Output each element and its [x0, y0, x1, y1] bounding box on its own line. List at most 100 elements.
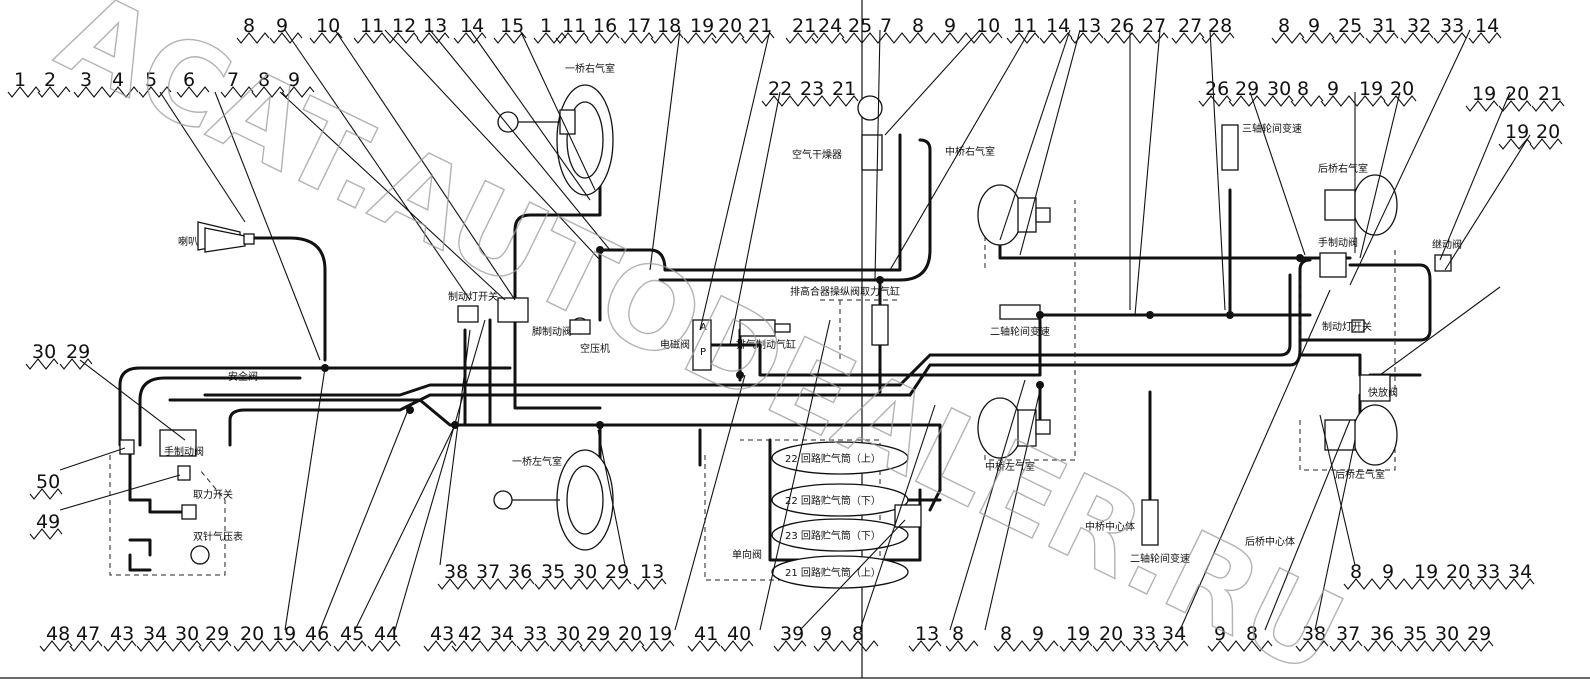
callout-number: 33 — [1132, 623, 1156, 645]
callout-number: 11 — [562, 15, 586, 37]
callout-underline — [1375, 578, 1409, 590]
callout-underline — [845, 640, 879, 652]
callout-underline — [1407, 578, 1441, 590]
callout-underline — [269, 32, 303, 44]
callout-underline — [1363, 640, 1397, 652]
foot-brake-valve-icon — [457, 297, 529, 323]
callout-number: 22 — [768, 78, 792, 100]
callout-underline — [785, 32, 819, 44]
callout-number: 11 — [360, 15, 384, 37]
callout-number: 1 — [540, 15, 552, 37]
axle3-left-chamber-icon — [1324, 404, 1398, 466]
axle2-right-label: 中桥右气室 — [945, 145, 995, 158]
callout-number: 9 — [1214, 623, 1226, 645]
callout-number: 23 — [800, 78, 824, 100]
callout-number: 19 — [272, 623, 296, 645]
callout-underline — [650, 32, 684, 44]
callout-number: 17 — [627, 15, 651, 37]
callout-number: 20 — [718, 15, 742, 37]
callout-number: 8 — [243, 15, 255, 37]
callout-underline — [1469, 578, 1503, 590]
callout-number: 9 — [1382, 561, 1394, 583]
callout-number: 40 — [727, 623, 751, 645]
svg-text:ACAT.AUTODEALER.RU: ACAT.AUTODEALER.RU — [40, 0, 1361, 690]
callout-number: 20 — [1099, 623, 1123, 645]
callout-underline — [385, 32, 419, 44]
callout-number: 21 — [792, 15, 816, 37]
axle3-diff-icon — [1221, 124, 1239, 171]
callout-underline — [905, 32, 939, 44]
callout-number: 36 — [1370, 623, 1394, 645]
hand-brake-valve-label: 手制动阀 — [164, 445, 204, 458]
callout-underline — [534, 578, 568, 590]
leader-lines — [59, 29, 1531, 631]
callout-number: 13 — [1077, 15, 1101, 37]
check-valve-label: 单向阀 — [732, 548, 762, 561]
brake-light-switch-2-label: 制动灯开关 — [1322, 320, 1372, 333]
callout-number: 8 — [1000, 623, 1012, 645]
callout-underline — [641, 640, 675, 652]
callout-number: 19 — [690, 15, 714, 37]
callout-underline — [453, 32, 487, 44]
callout-underline — [493, 32, 527, 44]
callout-underline — [176, 86, 210, 98]
callout-underline — [309, 32, 343, 44]
horn-label: 喇叭 — [178, 236, 198, 248]
tank-23-down-label: 23 回路贮气筒（下） — [785, 529, 881, 542]
callout-number: 6 — [183, 69, 195, 91]
axle1-right-chamber-icon — [497, 84, 614, 196]
callout-number: 13 — [915, 623, 939, 645]
axle2-center-icon — [1141, 499, 1159, 546]
callout-underline — [1039, 32, 1073, 44]
callout-number: 31 — [1372, 15, 1396, 37]
callout-number: 9 — [288, 69, 300, 91]
callout-underline — [136, 640, 170, 652]
callout-number: 9 — [944, 15, 956, 37]
callout-number: 35 — [1403, 623, 1427, 645]
callout-number: 20 — [618, 623, 642, 645]
callout-number: 29 — [1467, 623, 1491, 645]
callout-underline — [103, 640, 137, 652]
callout-number: 8 — [1297, 78, 1309, 100]
callout-underline — [423, 640, 457, 652]
axle3-center-label: 后桥中心体 — [1245, 535, 1295, 548]
callout-underline — [1465, 100, 1499, 112]
callout-number: 47 — [76, 623, 100, 645]
air-dryer-icon — [857, 95, 883, 171]
callout-number: 29 — [66, 341, 90, 363]
callout-number: 28 — [1208, 15, 1232, 37]
callout-number: 20 — [240, 623, 264, 645]
callout-number: 27 — [1142, 15, 1166, 37]
callout-underline — [483, 640, 517, 652]
callout-underline — [1228, 95, 1262, 107]
callout-underline — [908, 640, 942, 652]
tank-22-down-label: 22 回路贮气筒（下） — [785, 494, 881, 507]
axle3-diff-label: 三轴轮间变速 — [1242, 122, 1302, 135]
callout-number: 19 — [648, 623, 672, 645]
callout-underline — [105, 86, 139, 98]
callout-number: 29 — [205, 623, 229, 645]
callout-underline — [236, 32, 270, 44]
callout-underline — [37, 86, 71, 98]
callout-number: 44 — [374, 623, 398, 645]
callout-number: 14 — [1475, 15, 1499, 37]
callout-number: 20 — [1505, 83, 1529, 105]
callout-number: 14 — [460, 15, 484, 37]
safety-valve-label: 安全阀 — [228, 370, 258, 383]
callout-number: 9 — [1308, 15, 1320, 37]
callout-underline — [437, 578, 471, 590]
pto-cylinder-icon — [871, 304, 889, 346]
tank-21-up-label: 21 回路贮气筒（上） — [785, 566, 881, 579]
callout-underline — [993, 640, 1027, 652]
brake-light-switch-2-icon — [1351, 319, 1391, 402]
callout-underline — [1103, 32, 1137, 44]
callout-underline — [281, 86, 315, 98]
callout-number: 38 — [1302, 623, 1326, 645]
callout-underline — [793, 95, 827, 107]
compressor-icon — [569, 317, 591, 335]
callout-underline — [1059, 640, 1093, 652]
callout-number: 9 — [1032, 623, 1044, 645]
callout-number: 19 — [1472, 83, 1496, 105]
